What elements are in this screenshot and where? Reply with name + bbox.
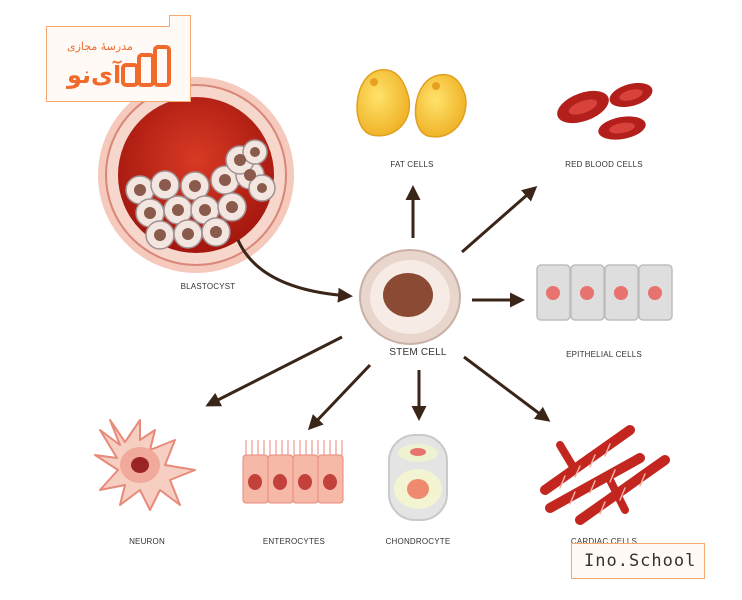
enterocytes-illustration xyxy=(242,440,344,504)
logo-title: آی‌نو xyxy=(67,61,122,89)
blastocyst-illustration xyxy=(98,77,294,273)
arrow-to-neuron xyxy=(205,335,343,407)
logo-tab-decoration xyxy=(169,15,191,27)
cardiac-cells-illustration xyxy=(540,425,670,525)
arrow-blastocyst-to-stem xyxy=(236,239,353,303)
red-blood-cells-illustration xyxy=(557,82,653,140)
stem-cell-illustration xyxy=(359,249,461,345)
label-red-blood-cells: RED BLOOD CELLS xyxy=(565,160,643,169)
label-fat-cells: FAT CELLS xyxy=(390,160,434,169)
neuron-illustration xyxy=(94,419,196,511)
label-blastocyst: BLASTOCYST xyxy=(180,282,236,291)
label-epithelial-cells: EPITHELIAL CELLS xyxy=(566,350,642,359)
label-neuron: NEURON xyxy=(129,537,165,546)
label-chondrocyte: CHONDROCYTE xyxy=(385,537,451,546)
arrow-to-cardiac-cells xyxy=(463,355,551,422)
arrow-to-enterocytes xyxy=(307,363,372,431)
arrow-to-red-blood-cells xyxy=(461,186,538,254)
label-enterocytes: ENTEROCYTES xyxy=(262,537,326,546)
logo-mark-icon xyxy=(121,45,171,87)
epithelial-cells-illustration xyxy=(536,264,673,321)
brand-watermark: Ino.School xyxy=(571,543,705,579)
label-cardiac-cells: CARDIAC CELLS xyxy=(570,537,638,546)
brand-text: Ino.School xyxy=(584,551,697,571)
chondrocyte-illustration xyxy=(388,434,448,521)
label-stem-cell: STEM CELL xyxy=(389,347,447,358)
logo-watermark: مدرسهٔ مجازی آی‌نو xyxy=(46,15,191,102)
arrows xyxy=(205,185,551,431)
logo-subtitle: مدرسهٔ مجازی xyxy=(67,40,133,53)
fat-cells-illustration xyxy=(356,69,467,138)
